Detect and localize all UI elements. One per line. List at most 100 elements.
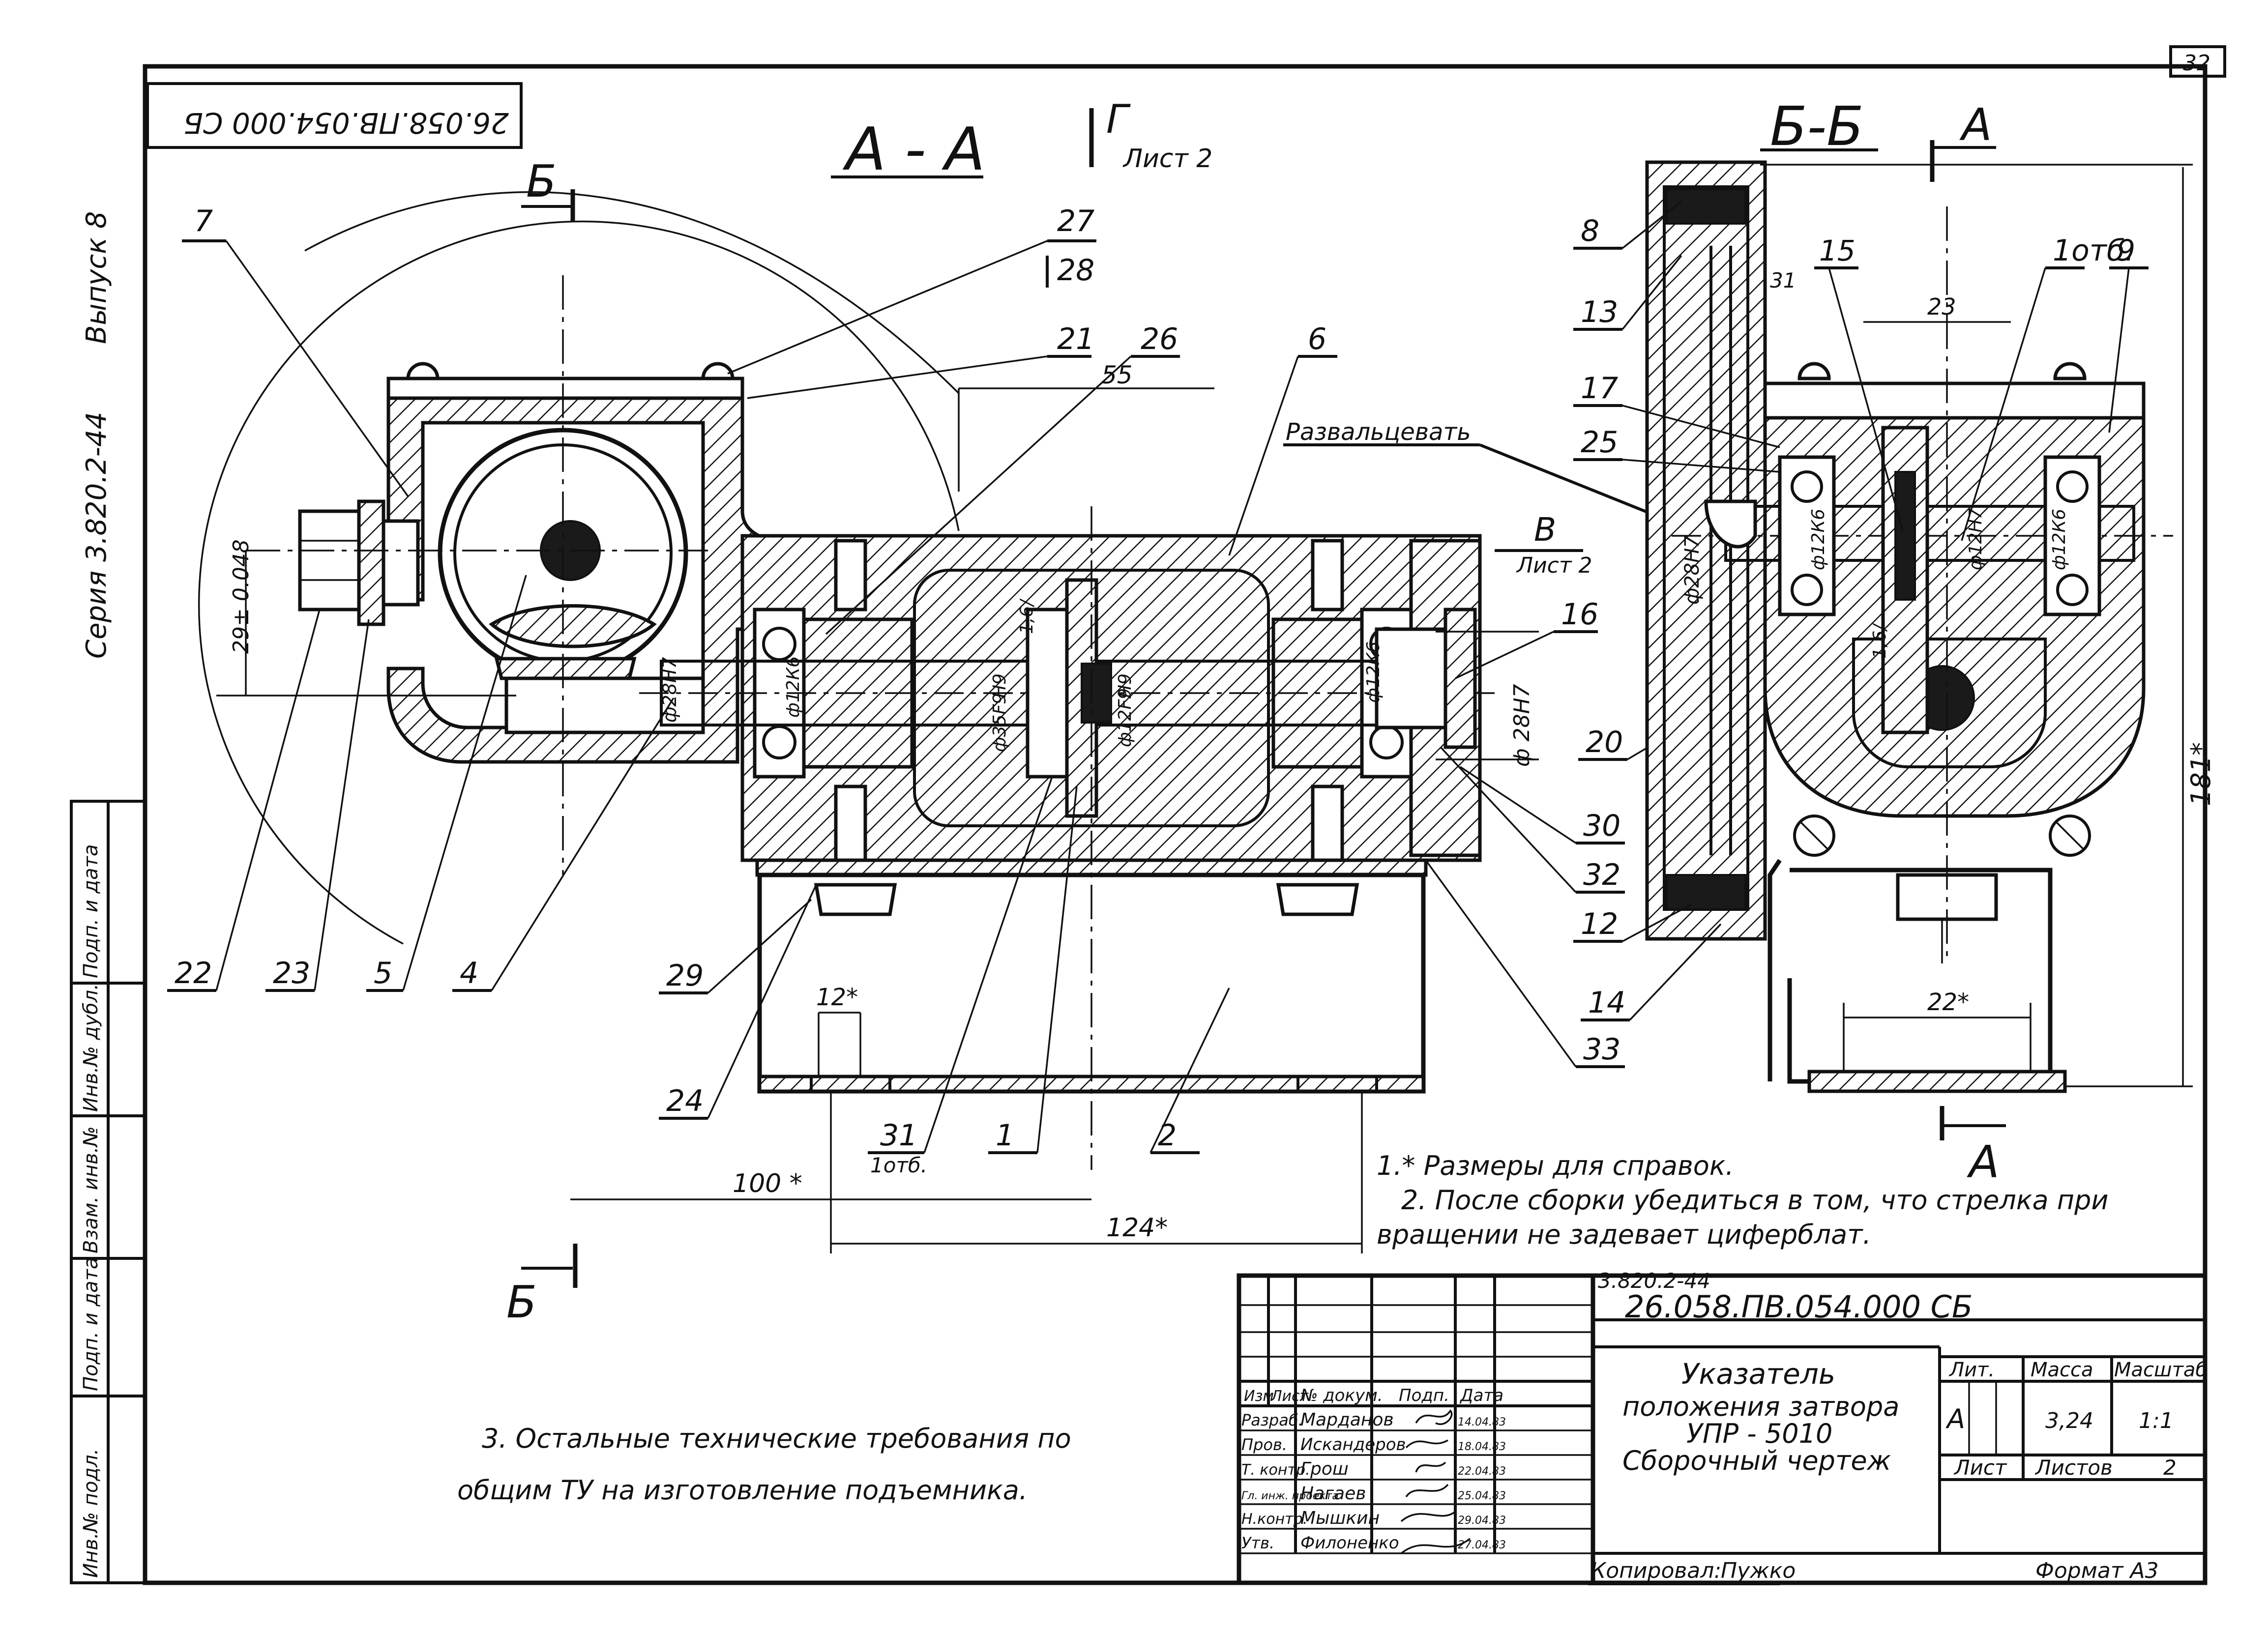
inv-podl: Инв.№ подл. <box>80 1449 102 1578</box>
issue-margin: Выпуск 8 <box>81 211 113 344</box>
callout-28: 28 <box>1057 253 1094 288</box>
tb-mass-value: 3,24 <box>2045 1408 2093 1433</box>
tb-row: Утв. Филоненко 27.04.83 <box>1241 1533 1506 1553</box>
callout-12: 9 <box>2117 233 2135 268</box>
tb-designation: 26.058.ПВ.054.000 СБ <box>1625 1289 1973 1325</box>
tb-role: Н.контр. <box>1241 1511 1307 1528</box>
tb-person: Филоненко <box>1300 1533 1399 1553</box>
tb-name-1: Указатель <box>1681 1357 1835 1391</box>
note-2b: вращении не задевает циферблат. <box>1377 1219 1871 1250</box>
tb-date: 18.04.83 <box>1458 1441 1506 1453</box>
tb-sheets-value: 2 <box>2163 1455 2177 1480</box>
rotated-stamp-code: 26.058.ПВ.054.000 СБ <box>183 106 509 140</box>
tb-format: Формат А3 <box>2035 1558 2159 1583</box>
note-3b: общим ТУ на изготовление подъемника. <box>457 1475 1028 1506</box>
dim-28h7-c: ф28Н7 <box>1681 535 1704 605</box>
dim-12: 12* <box>816 984 858 1011</box>
dim-22: 22* <box>1927 989 1969 1016</box>
note-roll: Развальцевать <box>1286 418 1471 446</box>
rotated-stamp: 26.058.ПВ.054.000 СБ <box>146 82 523 149</box>
tb-series-ref: 3.820.2-44 <box>1598 1269 1710 1293</box>
callout-2: 2 <box>1158 1118 1177 1153</box>
callout-33: 33 <box>1583 1032 1620 1067</box>
tb-date: 27.04.83 <box>1458 1539 1506 1551</box>
podp-data-1: Подп. и дата <box>80 1257 102 1391</box>
tb-row: Т. контр. Грош 22.04.83 <box>1241 1459 1506 1479</box>
callout-32: 32 <box>1583 858 1620 892</box>
tb-role: Т. контр. <box>1241 1461 1310 1479</box>
callout-7: 7 <box>194 204 213 238</box>
callout-14: 12 <box>1581 907 1618 941</box>
vzam-inv: Взам. инв.№ <box>80 1126 102 1253</box>
note-1: 1.* Размеры для справок. <box>1377 1150 1734 1181</box>
tb-name-2: положения затвора <box>1622 1391 1899 1422</box>
tb-person: Марданов <box>1300 1410 1394 1430</box>
callout-23: 23 <box>273 956 310 990</box>
notes: 1.* Размеры для справок. 2. После сборки… <box>457 1150 2108 1506</box>
tb-copied-name: Пужко <box>1721 1558 1796 1583</box>
dim-12k6-d: ф12К6 <box>2049 509 2069 570</box>
tb-row: Гл. инж. проекта Нагаев 25.04.83 <box>1241 1484 1506 1504</box>
title-block: 3.820.2-44 26.058.ПВ.054.000 СБ Указател… <box>1237 1269 2208 1585</box>
tb-row: Разраб. Марданов 14.04.83 <box>1241 1410 1506 1430</box>
dim-12k6-a: ф12К6 <box>783 656 803 718</box>
callout-26: 26 <box>1141 322 1178 356</box>
tb-scale-value: 1:1 <box>2139 1408 2174 1433</box>
dim-h9b: Н9 <box>1115 673 1135 698</box>
callout-31-bb: 15 <box>1819 234 1856 267</box>
signature-scribbles <box>1400 1409 1471 1554</box>
dim-12f9: ф12F9 <box>1115 688 1135 747</box>
callout-27: 27 <box>1057 204 1094 238</box>
cut-b-top: Б <box>526 156 557 207</box>
v-sheet: Лист 2 <box>1516 553 1592 578</box>
callout-8: 14 <box>1588 986 1625 1020</box>
cut-b-bottom: Б <box>506 1277 537 1328</box>
tb-lit-value: А <box>1945 1403 1965 1434</box>
tb-role: Разраб. <box>1241 1411 1303 1429</box>
callout-5: 5 <box>374 956 392 990</box>
section-bb: Б-Б А А <box>1573 95 2216 1188</box>
note-2a: 2. После сборки убедиться в том, что стр… <box>1401 1185 2108 1216</box>
callout-31-bb-note: 31 <box>1770 268 1796 292</box>
tb-person: Мышкин <box>1300 1508 1380 1528</box>
dim-55: 55 <box>1101 361 1133 389</box>
dim-181: 181* <box>2185 742 2216 806</box>
v-letter: В <box>1534 511 1556 549</box>
callout-4: 4 <box>460 956 478 990</box>
dim-23: 23 <box>1927 293 1956 320</box>
tb-person: Искандеров <box>1300 1435 1406 1455</box>
inv-dubl: Инв.№ дубл. <box>80 984 102 1112</box>
callout-17: 13 <box>1581 295 1618 329</box>
callout-21: 21 <box>1057 322 1094 356</box>
dim-12k6-b: ф12К6 <box>1363 641 1384 703</box>
tb-person: Нагаев <box>1300 1484 1366 1504</box>
cut-a-bottom: А <box>1967 1136 2000 1188</box>
dim-12k6-c: ф12К6 <box>1808 509 1828 570</box>
podp-data-2: Подп. и дата <box>80 844 102 978</box>
cut-a-top: А <box>1959 99 1992 151</box>
tb-scale-label: Масштаб <box>2114 1359 2208 1381</box>
dim-h9: Н9 <box>990 673 1010 698</box>
tb-date: 22.04.83 <box>1458 1465 1506 1478</box>
note-3a: 3. Остальные технические требования по <box>482 1423 1071 1454</box>
tb-role: Утв. <box>1241 1534 1274 1552</box>
callout-6: 6 <box>1308 322 1326 356</box>
dim-1-6-b: 1,6/ <box>1870 623 1890 659</box>
g-sheet: Лист 2 <box>1122 144 1212 174</box>
callout-30: 30 <box>1583 809 1620 843</box>
tb-date: 14.04.83 <box>1458 1416 1506 1428</box>
callout-29: 29 <box>666 959 704 993</box>
tb-role: Гл. инж. проекта <box>1241 1490 1339 1502</box>
callout-9: 1отб. <box>2053 233 2134 268</box>
side-strip: Инв.№ подл. Подп. и дата Взам. инв.№ Инв… <box>70 800 147 1584</box>
callout-22: 22 <box>175 956 212 990</box>
tb-mass-label: Масса <box>2031 1359 2093 1381</box>
tb-col-izm: Изм <box>1244 1388 1274 1405</box>
callout-15: 25 <box>1581 425 1618 460</box>
dim-35f9: ф35F9 <box>990 693 1010 752</box>
callout-31: 31 <box>880 1118 917 1153</box>
section-bb-title: Б-Б <box>1770 95 1864 158</box>
g-letter: Г <box>1106 96 1131 142</box>
callout-25: 17 <box>1581 371 1618 406</box>
